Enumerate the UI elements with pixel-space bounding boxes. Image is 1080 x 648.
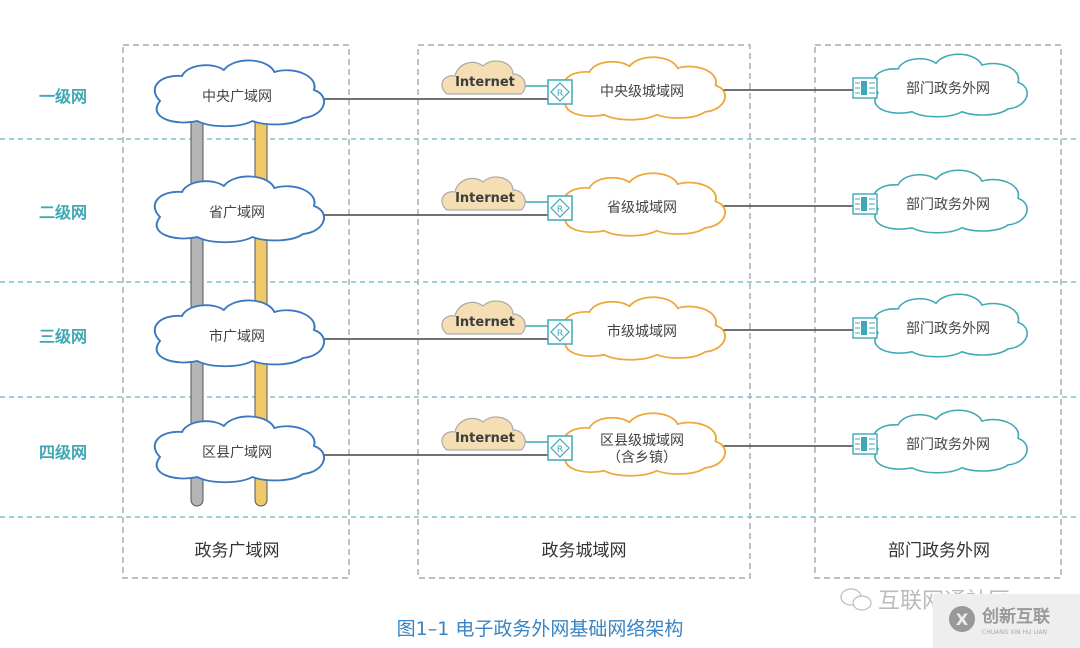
router-icon: R <box>547 319 573 345</box>
svg-text:R: R <box>557 329 563 339</box>
svg-text:R: R <box>557 89 563 99</box>
level-row: 三级网 市广域网 Internet 市级城域网 R 部门政务外网 <box>39 293 1028 368</box>
man-cloud-label: 区县级城域网 <box>600 433 684 449</box>
man-cloud-label: 市级城域网 <box>607 323 677 340</box>
level-label: 一级网 <box>39 87 87 106</box>
dept-cloud-label: 部门政务外网 <box>906 81 990 97</box>
internet-label: Internet <box>455 75 515 90</box>
man-cloud-label: 中央级城域网 <box>600 84 684 100</box>
brand-logo: X 创新互联 CHUANG XIN HU LIAN <box>933 594 1080 648</box>
man-column-label: 政务城域网 <box>542 541 627 561</box>
logo-text: 创新互联 <box>981 606 1050 627</box>
wan-cloud-label: 区县广域网 <box>202 445 272 461</box>
dept-column-box <box>814 44 1062 579</box>
man-column-box <box>417 44 751 579</box>
logo-mark-icon <box>949 606 975 632</box>
internet-label: Internet <box>455 431 515 446</box>
router-icon: R <box>547 435 573 461</box>
man-cloud-sublabel: （含乡镇） <box>607 450 677 466</box>
level-label: 二级网 <box>39 203 87 222</box>
level-row: 二级网 省广域网 Internet 省级城域网 R 部门政务外网 <box>39 169 1028 244</box>
level-row: 四级网 区县广域网 Internet 区县级城域网（含乡镇） R 部门政务外网 <box>39 409 1028 484</box>
wan-cloud-label: 省广域网 <box>209 205 265 221</box>
firewall-icon <box>852 433 878 455</box>
firewall-icon <box>852 193 878 215</box>
svg-text:X: X <box>956 610 969 629</box>
svg-text:R: R <box>557 445 563 455</box>
man-cloud-label: 省级城域网 <box>607 200 677 216</box>
level-label: 四级网 <box>39 443 87 462</box>
svg-text:R: R <box>557 205 563 215</box>
dept-column-label: 部门政务外网 <box>888 541 990 561</box>
dept-cloud-label: 部门政务外网 <box>906 321 990 337</box>
wan-cloud-label: 市广域网 <box>209 328 265 345</box>
level-row: 一级网 中央广域网 Internet 中央级城域网 R 部门政务外网 <box>39 53 1028 128</box>
internet-label: Internet <box>455 191 515 206</box>
wan-cloud-label: 中央广域网 <box>202 89 272 105</box>
internet-label: Internet <box>455 315 515 330</box>
dept-cloud-label: 部门政务外网 <box>906 437 990 453</box>
row-dividers <box>0 138 1080 518</box>
wan-column-label: 政务广域网 <box>195 541 280 561</box>
wechat-icon <box>840 588 872 611</box>
level-label: 三级网 <box>39 327 87 346</box>
firewall-icon <box>852 317 878 339</box>
router-icon: R <box>547 195 573 221</box>
firewall-icon <box>852 77 878 99</box>
logo-subtext: CHUANG XIN HU LIAN <box>982 629 1047 636</box>
figure-caption: 图1–1 电子政务外网基础网络架构 <box>397 618 684 640</box>
wan-column-box <box>122 44 350 579</box>
dept-cloud-label: 部门政务外网 <box>906 197 990 213</box>
router-icon: R <box>547 79 573 105</box>
